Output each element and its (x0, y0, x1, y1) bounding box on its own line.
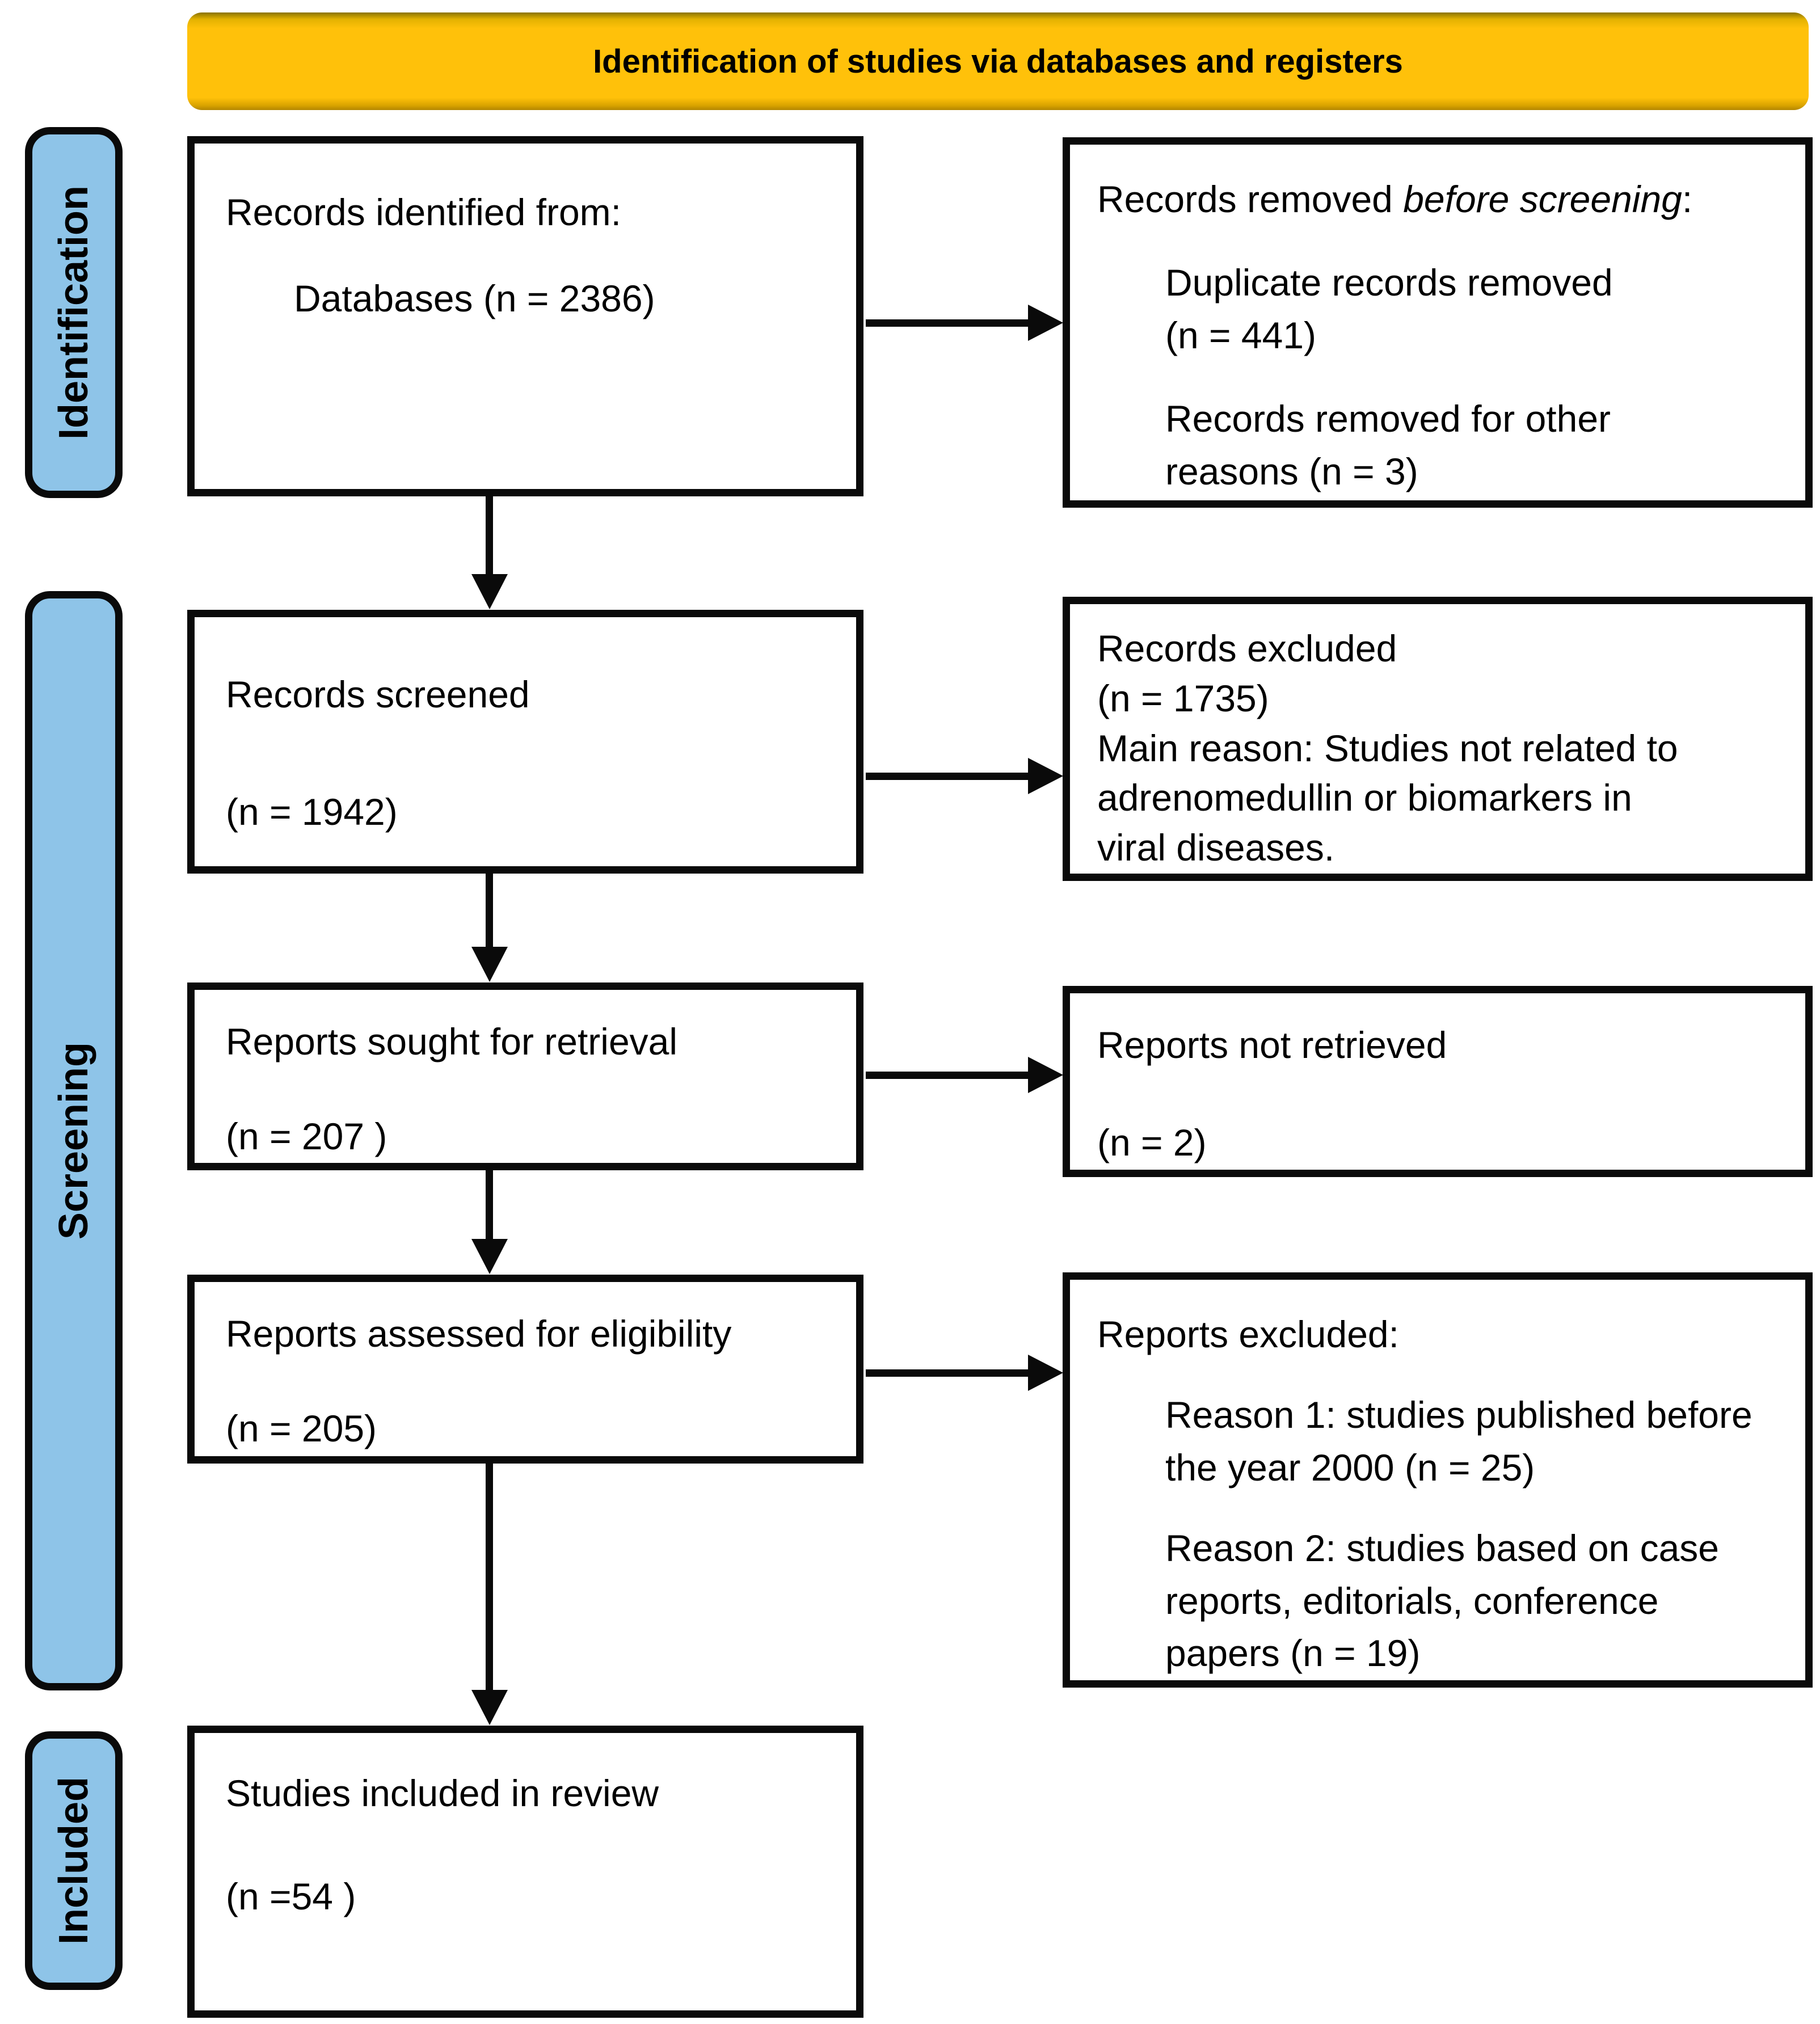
records-removed-title: Records removed before screening: (1097, 173, 1792, 225)
records-identified-title: Records identified from: (226, 191, 621, 233)
records-excluded-title: Records excluded (1097, 627, 1397, 669)
reports-assessed-title: Reports assessed for eligibility (226, 1313, 732, 1355)
title-banner-label: Identification of studies via databases … (593, 43, 1403, 80)
studies-included-count: (n =54 ) (226, 1875, 356, 1918)
records-excluded-reason-line1: Main reason: Studies not related to (1097, 727, 1678, 769)
records-excluded-reason-line3: viral diseases. (1097, 827, 1335, 869)
records-removed-title-prefix: Records removed (1097, 178, 1404, 220)
arrow-head-right-icon (1028, 758, 1063, 794)
reports-sought-count: (n = 207 ) (226, 1115, 387, 1158)
reports-not-retrieved-box: Reports not retrieved (n = 2) (1063, 986, 1813, 1177)
records-identified-count: Databases (n = 2386) (294, 277, 655, 320)
other-reasons-item: Records removed for other reasons (n = 3… (1097, 393, 1792, 497)
reports-excluded-box: Reports excluded: Reason 1: studies publ… (1063, 1272, 1813, 1688)
stage-tab-included: Included (25, 1731, 123, 1990)
arrow-shaft (866, 1072, 1030, 1079)
duplicate-records-item: Duplicate records removed (n = 441) (1097, 256, 1792, 361)
arrow-head-right-icon (1028, 1355, 1063, 1391)
studies-included-box: Studies included in review (n =54 ) (187, 1726, 863, 2018)
reports-excluded-reason2-line1: Reason 2: studies based on case (1165, 1527, 1719, 1570)
reports-sought-box: Reports sought for retrieval (n = 207 ) (187, 983, 863, 1170)
records-removed-box: Records removed before screening: Duplic… (1063, 137, 1813, 508)
title-banner: Identification of studies via databases … (187, 12, 1809, 110)
other-reasons-line1: Records removed for other (1165, 398, 1611, 440)
arrow-head-right-icon (1028, 305, 1063, 341)
arrow-shaft (486, 1170, 493, 1241)
arrow-head-down-icon (471, 1239, 508, 1274)
arrow-head-down-icon (471, 1690, 508, 1725)
duplicate-records-count: (n = 441) (1165, 314, 1316, 356)
reports-excluded-reason2-line3: papers (n = 19) (1165, 1631, 1421, 1674)
other-reasons-count: reasons (n = 3) (1165, 450, 1418, 492)
records-excluded-reason-line2: adrenomedullin or biomarkers in (1097, 777, 1632, 819)
arrow-shaft (866, 773, 1030, 780)
records-excluded-box: Records excluded (n = 1735) Main reason:… (1063, 597, 1813, 881)
reports-excluded-reason1: Reason 1: studies published before the y… (1097, 1389, 1792, 1494)
reports-not-retrieved-title: Reports not retrieved (1097, 1024, 1447, 1066)
arrow-shaft (866, 319, 1030, 327)
stage-tab-screening: Screening (25, 591, 123, 1690)
arrow-head-down-icon (471, 947, 508, 982)
reports-excluded-reason1-line1: Reason 1: studies published before (1165, 1394, 1752, 1436)
stage-tab-identification-label: Identification (51, 185, 96, 440)
reports-not-retrieved-count: (n = 2) (1097, 1121, 1207, 1164)
studies-included-title: Studies included in review (226, 1772, 659, 1814)
stage-tab-identification: Identification (25, 127, 123, 498)
reports-assessed-count: (n = 205) (226, 1407, 377, 1450)
records-screened-box: Records screened (n = 1942) (187, 610, 863, 874)
reports-excluded-title: Reports excluded: (1097, 1313, 1399, 1355)
arrow-head-down-icon (471, 574, 508, 609)
arrow-shaft (866, 1369, 1030, 1377)
reports-excluded-reason1-line2: the year 2000 (n = 25) (1165, 1446, 1535, 1489)
records-identified-box: Records identified from: Databases (n = … (187, 136, 863, 496)
stage-tab-included-label: Included (51, 1776, 96, 1945)
records-excluded-count: (n = 1735) (1097, 677, 1269, 719)
records-removed-title-suffix: : (1682, 178, 1693, 220)
duplicate-records-line1: Duplicate records removed (1165, 262, 1613, 304)
arrow-shaft (486, 874, 493, 948)
records-screened-count: (n = 1942) (226, 791, 398, 833)
records-screened-title: Records screened (226, 673, 530, 715)
arrow-shaft (486, 1464, 493, 1692)
reports-excluded-reason2: Reason 2: studies based on case reports,… (1097, 1522, 1792, 1679)
arrow-head-right-icon (1028, 1057, 1063, 1093)
records-removed-title-italic: before screening (1403, 178, 1682, 220)
reports-sought-title: Reports sought for retrieval (226, 1021, 678, 1062)
arrow-shaft (486, 496, 493, 576)
reports-excluded-reason2-line2: reports, editorials, conference (1165, 1579, 1659, 1622)
stage-tab-screening-label: Screening (51, 1041, 96, 1240)
reports-assessed-box: Reports assessed for eligibility (n = 20… (187, 1275, 863, 1464)
